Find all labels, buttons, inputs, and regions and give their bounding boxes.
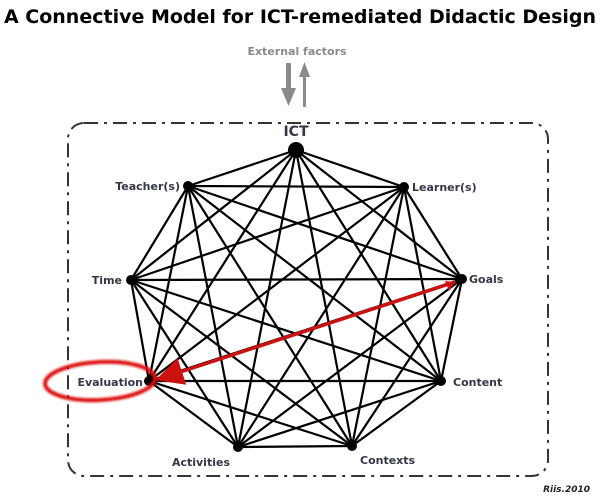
edge-activities-teachers [186,185,240,448]
edge-ict-teachers [187,148,297,188]
goals-evaluation-highlight-arrow [155,280,456,385]
credit-label: Riis.2010 [543,485,590,495]
edge-goals-activities [237,278,463,448]
edge-learners-teachers [187,184,405,189]
edge-ict-activities [236,149,298,448]
node-label-evaluation: Evaluation [77,376,143,389]
node-activities [233,442,243,452]
edge-contexts-activities [237,444,353,449]
node-label-content: Content [453,376,502,389]
node-goals [457,274,467,284]
external-factors-label: External factors [247,45,347,58]
edge-learners-evaluation [148,186,405,382]
edge-goals-content [439,278,464,382]
node-time [126,275,136,285]
edge-content-activities [237,379,442,449]
edge-learners-time [130,185,405,282]
edges [129,148,464,449]
node-label-activities: Activities [172,456,230,469]
node-label-goals: Goals [469,273,504,286]
edge-ict-learners [295,148,405,189]
node-label-learners: Learner(s) [412,181,477,194]
edge-evaluation-teachers [147,185,190,382]
context-boundary [67,122,549,477]
edge-learners-contexts [350,186,406,447]
node-label-contexts: Contexts [360,454,416,467]
edge-learners-goals [403,186,463,280]
edge-evaluation-time [129,279,151,382]
edge-contexts-evaluation [148,379,353,448]
edge-goals-teachers [187,184,463,281]
edge-contexts-time [130,279,353,447]
edge-ict-time [130,149,297,281]
node-learners [399,182,409,192]
edge-contexts-teachers [187,185,353,447]
edge-time-teachers [130,185,189,281]
edge-content-time [130,278,442,383]
arrowhead-goals [445,281,455,291]
edge-goals-contexts [351,278,463,447]
external-factors-arrows [281,62,310,107]
node-label-teachers: Teacher(s) [115,180,180,193]
edge-content-teachers [187,185,442,382]
node-contexts [347,441,357,451]
node-label-time: Time [92,274,122,287]
node-content [436,376,446,386]
edge-ict-goals [295,149,463,280]
edge-learners-content [402,186,443,382]
edge-ict-evaluation [148,149,297,382]
edge-learners-activities [237,186,405,448]
edge-goals-time [130,277,463,282]
edge-activities-evaluation [148,380,239,448]
node-teachers [183,181,193,191]
edge-ict-content [295,149,442,382]
node-ict [288,142,304,158]
edge-content-contexts [351,380,442,447]
diagram-title: A Connective Model for ICT-remediated Di… [3,6,597,28]
node-label-ict: ICT [283,124,308,140]
evaluation-highlight-circle [43,359,157,403]
edge-ict-contexts [294,149,354,447]
